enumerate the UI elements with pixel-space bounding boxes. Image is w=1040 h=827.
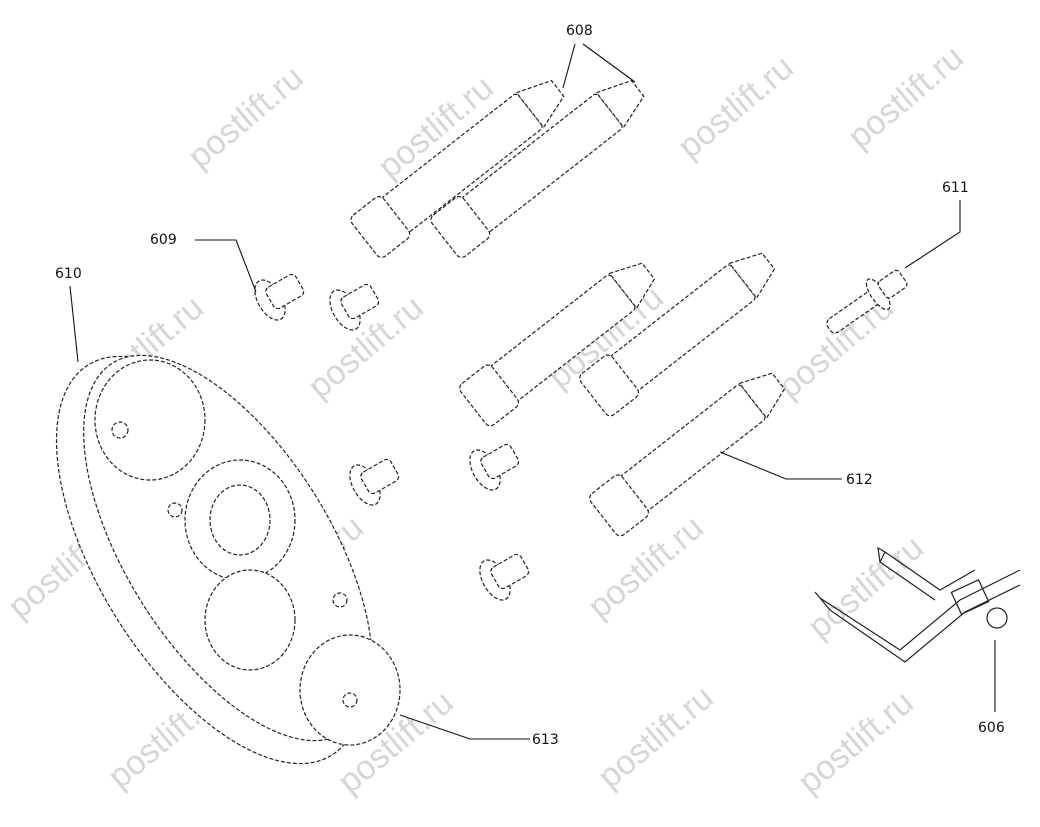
base-plate-610	[55, 354, 401, 765]
callout-609: 609	[150, 232, 177, 248]
pin-b	[579, 252, 776, 417]
watermark-text: postlift.ru	[791, 683, 921, 801]
watermark-text: postlift.ru	[841, 38, 971, 156]
callout-606: 606	[978, 720, 1005, 736]
watermark-text: postlift.ru	[591, 678, 721, 796]
pin-a	[459, 262, 656, 427]
pads	[254, 273, 530, 601]
bolt-611	[826, 269, 908, 334]
pin-608-a	[350, 79, 565, 258]
callout-608: 608	[566, 23, 593, 39]
callout-612: 612	[846, 472, 873, 488]
watermark-text: postlift.ru	[671, 48, 801, 166]
caliper-606	[814, 546, 1021, 663]
callout-611: 611	[942, 180, 969, 196]
leader-lines	[69, 43, 996, 740]
watermark-text: postlift.ru	[181, 58, 311, 176]
watermark-text: postlift.ru	[581, 508, 711, 626]
callout-610: 610	[55, 266, 82, 282]
pin-608-b	[430, 79, 645, 258]
callout-613: 613	[532, 732, 559, 748]
pin-612	[589, 372, 786, 537]
